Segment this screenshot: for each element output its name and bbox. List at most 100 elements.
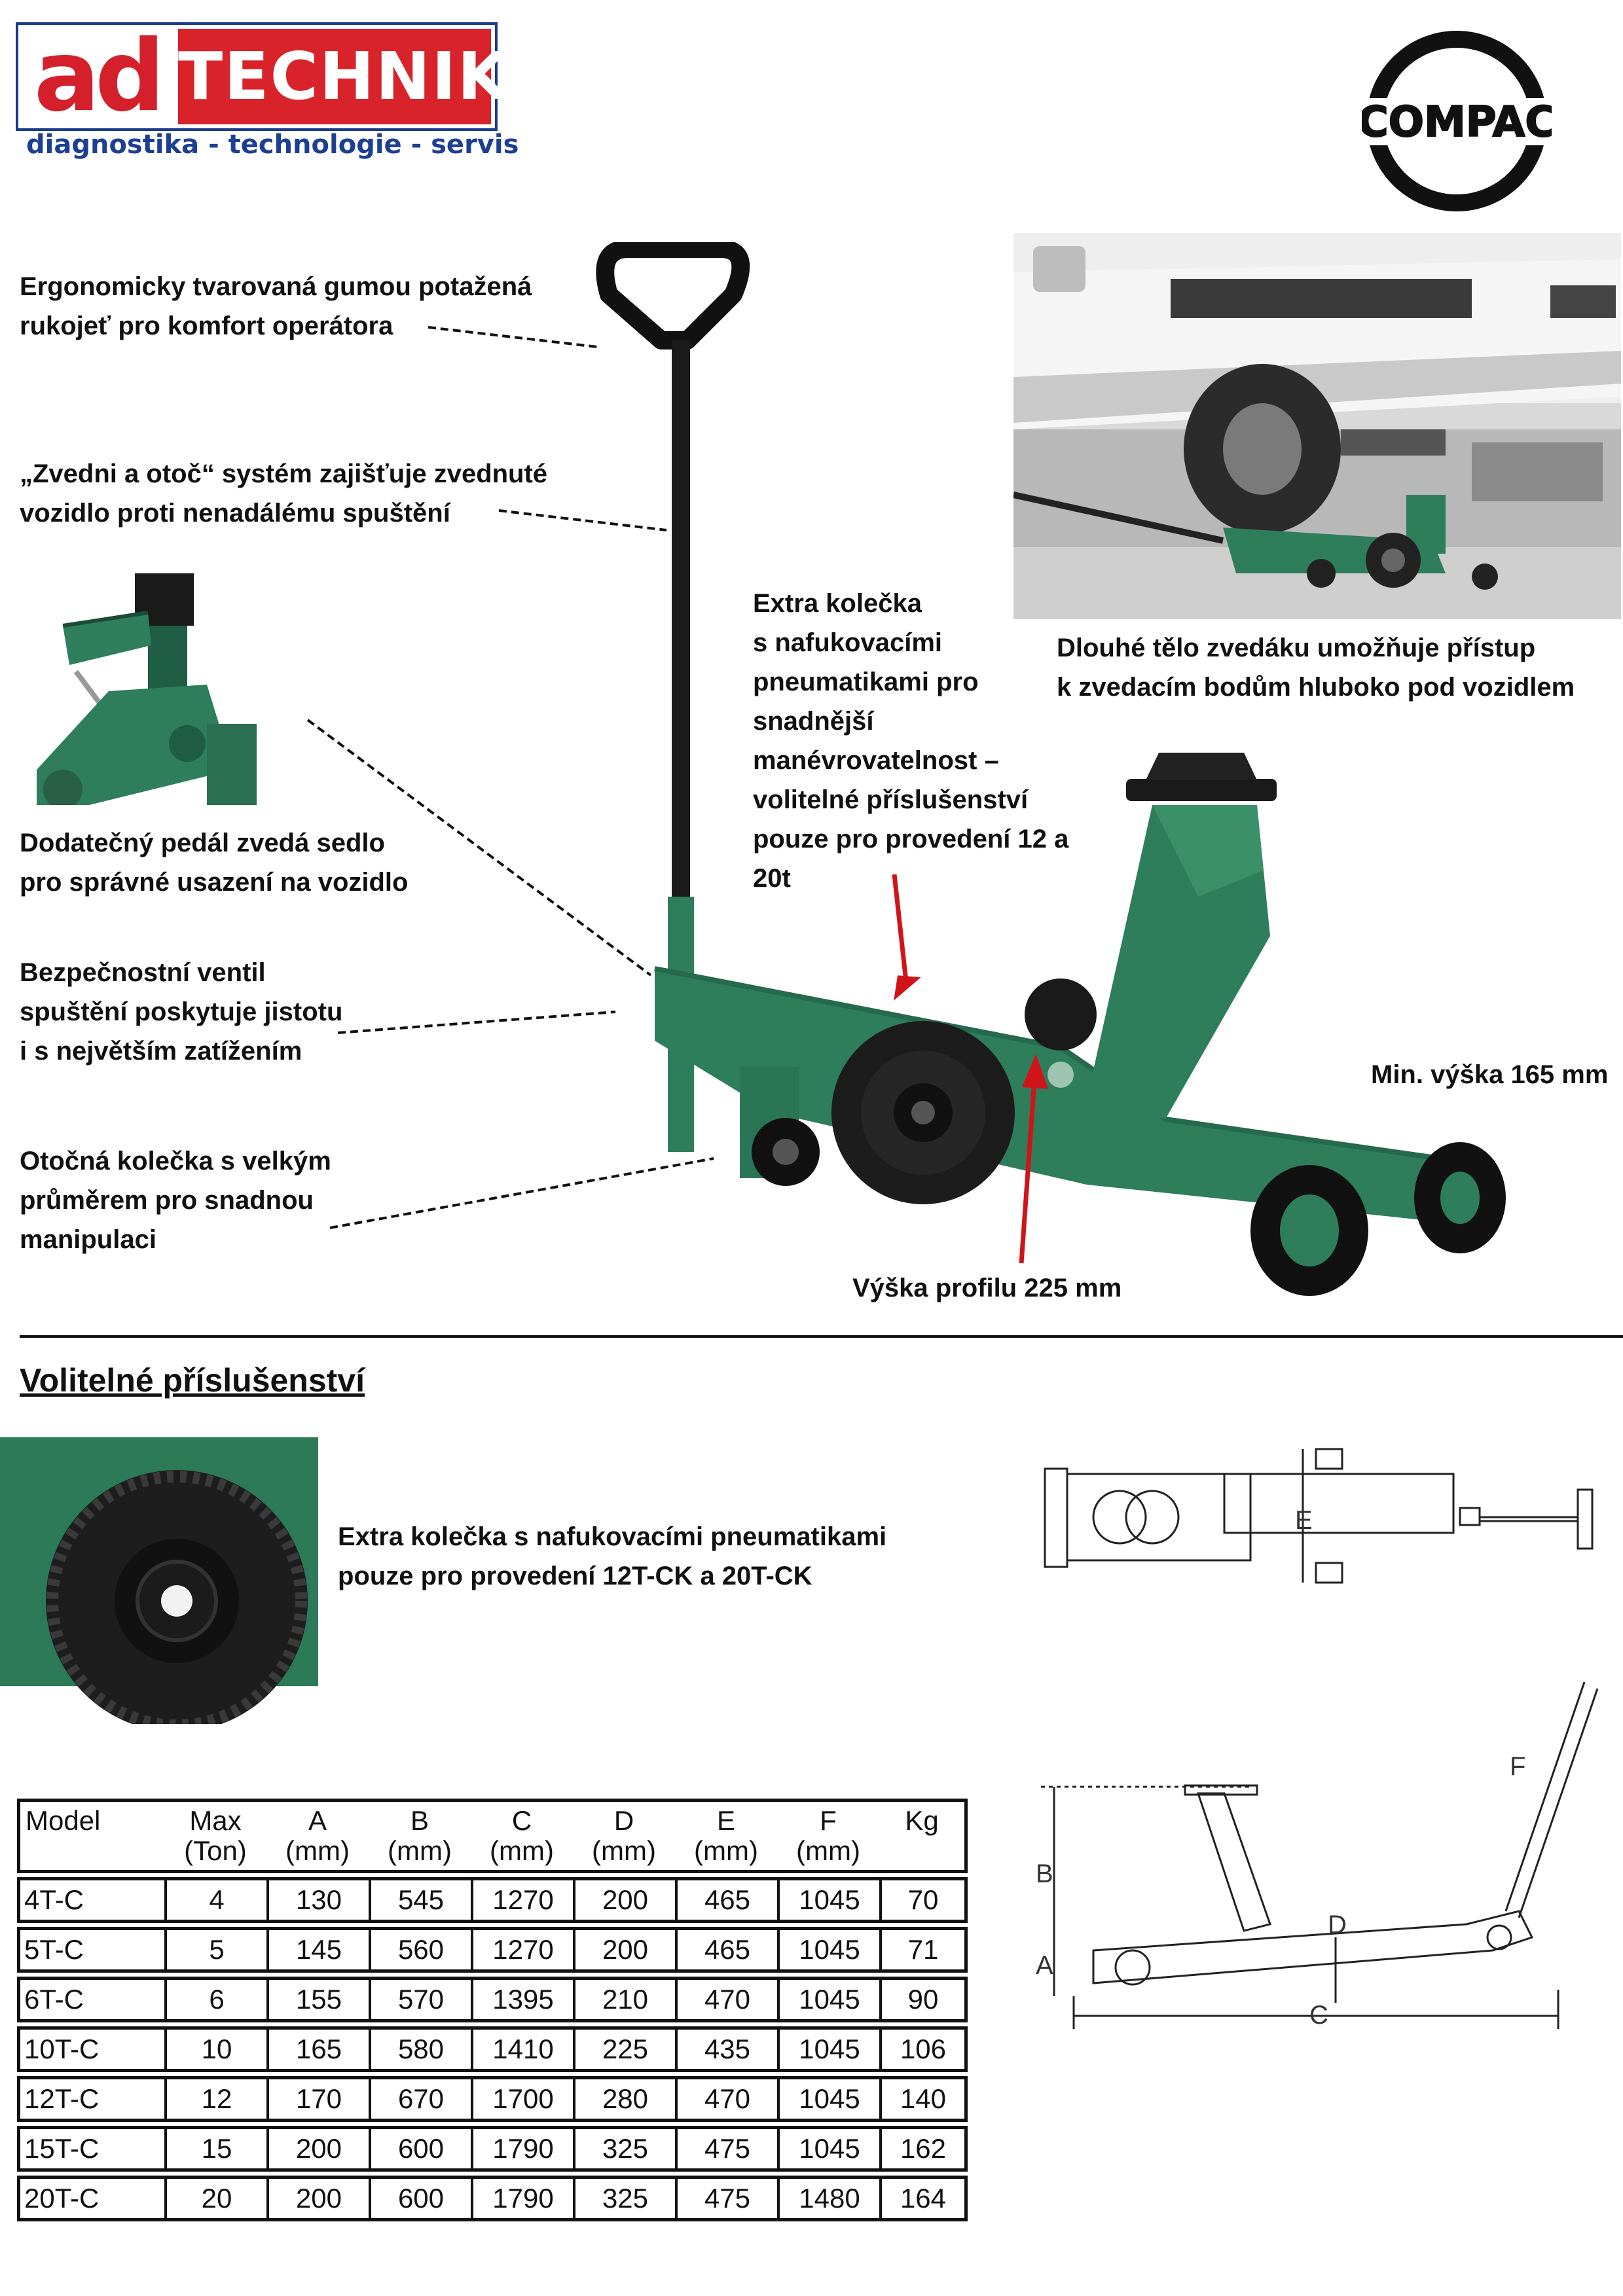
value-cell: 164 [879,2176,968,2221]
header-e: E(mm) [675,1799,777,1873]
value-cell: 12 [164,2076,266,2122]
value-cell: 580 [369,2026,471,2072]
value-cell: 570 [369,1977,471,2022]
value-cell: 106 [879,2026,968,2072]
logo-technik-text: TECHNIK [178,29,508,124]
dim-label-d: D [1328,1910,1347,1939]
value-cell: 170 [266,2076,369,2122]
value-cell: 200 [573,1877,675,1923]
callout-profile-height: Výška profilu 225 mm [852,1274,1122,1302]
table-header-row: Model Max(Ton) A(mm) B(mm) C(mm) D(mm) E… [17,1799,968,1873]
header-d: D(mm) [573,1799,675,1873]
header-c: C(mm) [471,1799,573,1873]
callout-pedal: Dodatečný pedál zvedá sedlo pro správné … [20,829,409,897]
header-model: Model [17,1799,164,1873]
value-cell: 1045 [777,1977,879,2022]
jack-side-view-drawing: B A D C F [1036,1681,1599,2030]
value-cell: 140 [879,2076,968,2122]
value-cell: 1045 [777,2126,879,2172]
header-kg: Kg [879,1799,968,1873]
callout-extra-wheels: Extra kolečka s nafukovacími pneumatikam… [753,589,1069,893]
header-a: A(mm) [266,1799,369,1873]
value-cell: 71 [879,1927,968,1973]
value-cell: 20 [164,2176,266,2221]
specification-table: Model Max(Ton) A(mm) B(mm) C(mm) D(mm) E… [17,1795,968,2225]
dim-label-e: E [1295,1506,1313,1535]
value-cell: 280 [573,2076,675,2122]
jack-top-view-drawing: E [1044,1448,1594,1584]
value-cell: 325 [573,2176,675,2221]
logo-ad-mark: ad [22,27,172,126]
value-cell: 560 [369,1927,471,1973]
value-cell: 165 [266,2026,369,2072]
value-cell: 470 [675,1977,777,2022]
value-cell: 200 [573,1927,675,1973]
value-cell: 600 [369,2126,471,2172]
value-cell: 1790 [471,2126,573,2172]
pneumatic-wheel-photo [0,1437,318,1724]
callout-safety-valve: Bezpečnostní ventil spuštění poskytuje j… [20,958,343,1066]
value-cell: 475 [675,2126,777,2172]
leader-line-valve [337,1011,616,1034]
header-b: B(mm) [369,1799,471,1873]
model-cell: 4T-C [17,1877,164,1923]
value-cell: 670 [369,2076,471,2122]
value-cell: 435 [675,2026,777,2072]
callout-handle: Ergonomicky tvarovaná gumou potažená ruk… [20,272,532,340]
value-cell: 70 [879,1877,968,1923]
accessory-wheel-text: Extra kolečka s nafukovacími pneumatikam… [338,1522,887,1590]
value-cell: 145 [266,1927,369,1973]
value-cell: 1410 [471,2026,573,2072]
header-f: F(mm) [777,1799,879,1873]
callout-min-height: Min. výška 165 mm [1371,1060,1609,1089]
truck-lifting-photo [1013,233,1621,619]
value-cell: 225 [573,2026,675,2072]
value-cell: 210 [573,1977,675,2022]
value-cell: 5 [164,1927,266,1973]
dim-label-b: B [1036,1859,1053,1888]
model-cell: 10T-C [17,2026,164,2072]
logo-tagline: diagnostika - technologie - servis [26,130,519,160]
value-cell: 465 [675,1927,777,1973]
pedal-detail-photo [37,573,257,805]
trolley-jack-illustration [596,242,1506,1296]
value-cell: 1480 [777,2176,879,2221]
dim-label-f: F [1510,1752,1525,1781]
value-cell: 90 [879,1977,968,2022]
dim-label-a: A [1036,1951,1053,1980]
model-cell: 6T-C [17,1977,164,2022]
value-cell: 600 [369,2176,471,2221]
value-cell: 15 [164,2126,266,2172]
value-cell: 1700 [471,2076,573,2122]
value-cell: 1045 [777,2076,879,2122]
section-divider [20,1335,1623,1338]
model-cell: 15T-C [17,2126,164,2172]
model-cell: 5T-C [17,1927,164,1973]
value-cell: 465 [675,1877,777,1923]
badge-brand-text: COMPAC [1362,98,1552,147]
compac-warranty-badge: 3 YEAR WARRANTY COMPAC [1362,31,1552,211]
ad-technik-logo: ad TECHNIK [16,22,508,131]
value-cell: 10 [164,2026,266,2072]
value-cell: 155 [266,1977,369,2022]
value-cell: 325 [573,2126,675,2172]
value-cell: 545 [369,1877,471,1923]
value-cell: 1790 [471,2176,573,2221]
value-cell: 1045 [777,1877,879,1923]
value-cell: 1045 [777,1927,879,1973]
value-cell: 1045 [777,2026,879,2072]
value-cell: 162 [879,2126,968,2172]
header-max: Max(Ton) [164,1799,266,1873]
value-cell: 130 [266,1877,369,1923]
value-cell: 1270 [471,1927,573,1973]
accessories-title: Volitelné příslušenství [20,1362,365,1399]
value-cell: 1270 [471,1877,573,1923]
callout-lift-turn: „Zvedni a otoč“ systém zajišťuje zvednut… [20,459,548,528]
